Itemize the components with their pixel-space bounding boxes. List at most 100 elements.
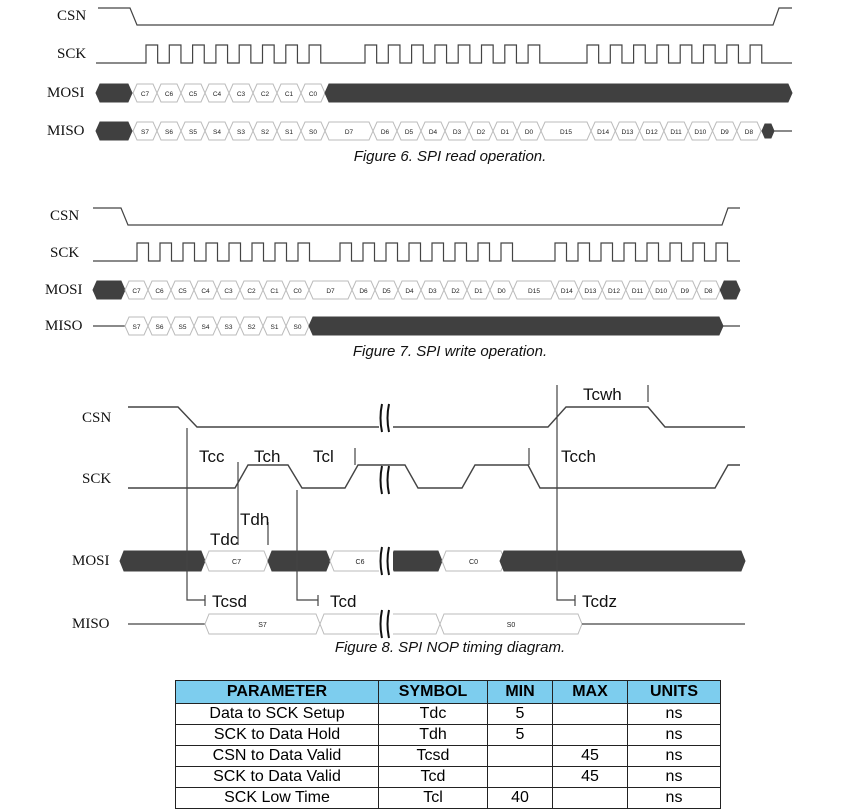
bit-cell-label: C0 (293, 288, 302, 295)
fig8-miso-label: MISO (72, 616, 110, 632)
fig8-caption: Figure 8. SPI NOP timing diagram. (334, 639, 566, 656)
break-mark-icon (379, 546, 390, 576)
bit-cell-label: D2 (451, 288, 460, 295)
bit-cell-label: D12 (646, 129, 658, 136)
cell: ns (627, 766, 721, 788)
cell: CSN to Data Valid (175, 745, 379, 767)
fig8-mosi-bus-end (499, 550, 746, 572)
cell (552, 787, 628, 809)
bit-cell-label: D8 (704, 288, 713, 295)
fig7-mosi-bus-idle (92, 280, 126, 300)
cell: SCK to Data Valid (175, 766, 379, 788)
fig8-csn-label: CSN (82, 410, 112, 426)
break-mark-icon (379, 609, 390, 639)
bit-cell-label: C4 (201, 288, 210, 295)
bit-cell-label: D7 (345, 129, 354, 136)
bit-cell-label: D10 (655, 288, 667, 295)
timing-tdh: Tdh (240, 510, 270, 529)
header-min: MIN (487, 680, 553, 704)
bit-cell-label: C3 (237, 91, 246, 98)
bit-cell-label: C4 (213, 91, 222, 98)
bit-cell-label: S3 (225, 324, 233, 331)
bit-cell-label: S4 (213, 129, 221, 136)
bit-cell-label: S7 (258, 622, 267, 629)
bit-cell-label: S0 (294, 324, 302, 331)
fig6-sck-label: SCK (57, 46, 87, 62)
bit-cell-label: S3 (237, 129, 245, 136)
break-mask (379, 610, 393, 638)
bit-cell-label: D3 (428, 288, 437, 295)
bit-cell-label: D13 (621, 129, 633, 136)
fig6-miso-label: MISO (47, 123, 85, 139)
fig6-sck-waveform (96, 44, 792, 64)
bit-cell-label: S6 (156, 324, 164, 331)
bit-cell-label: C5 (178, 288, 187, 295)
fig6-miso-bit-cell (736, 121, 762, 141)
tcdz-marker (556, 385, 575, 601)
timing-parameters-table: PARAMETER SYMBOL MIN MAX UNITS Data to S… (175, 680, 721, 809)
bit-cell-label: S5 (189, 129, 197, 136)
timing-tcch: Tcch (561, 447, 596, 466)
bit-cell-label: C6 (155, 288, 164, 295)
fig7-sck-waveform (93, 242, 740, 262)
bit-cell-label: D1 (474, 288, 483, 295)
timing-tcc: Tcc (199, 447, 225, 466)
cell: Tcl (378, 787, 488, 809)
cell: 5 (487, 703, 553, 725)
bit-cell-label: S6 (165, 129, 173, 136)
bit-cell-label: D0 (497, 288, 506, 295)
cell: ns (627, 745, 721, 767)
bit-cell-label: D5 (405, 129, 414, 136)
bit-cell-label: D7 (326, 288, 335, 295)
bit-cell-label: S1 (271, 324, 279, 331)
fig6-miso-bus-idle (95, 121, 133, 141)
fig7-caption: Figure 7. SPI write operation. (352, 343, 548, 360)
cell: Tdh (378, 724, 488, 746)
bit-cell-label: D12 (608, 288, 620, 295)
bit-cell-label: C6 (356, 559, 365, 566)
bit-cell-label: C7 (141, 91, 150, 98)
bit-cell-label: S0 (309, 129, 317, 136)
bit-cell-label: C3 (224, 288, 233, 295)
fig6-mosi-label: MOSI (47, 85, 85, 101)
bit-cell-label: C1 (270, 288, 279, 295)
bit-cell-label: C2 (261, 91, 270, 98)
fig8-sck-waveform (128, 464, 740, 489)
bit-cell-label: C2 (247, 288, 256, 295)
bit-cell-label: D5 (382, 288, 391, 295)
timing-tcsd: Tcsd (212, 592, 247, 611)
bit-cell-label: D8 (745, 129, 754, 136)
fig7-miso-bus-dontcare (308, 316, 724, 336)
bit-cell-label: C7 (232, 559, 241, 566)
header-max: MAX (552, 680, 628, 704)
bit-cell-label: D6 (381, 129, 390, 136)
cell: Tdc (378, 703, 488, 725)
fig6-miso-bus-end (761, 123, 775, 139)
bit-cell-label: D2 (477, 129, 486, 136)
bit-cell-label: D14 (561, 288, 573, 295)
bit-cell-label: D3 (453, 129, 462, 136)
cell: 45 (552, 766, 628, 788)
bit-cell-label: D6 (359, 288, 368, 295)
fig7-mosi-bus-end (719, 280, 741, 300)
timing-tcl: Tcl (313, 447, 334, 466)
table-header-row: PARAMETER SYMBOL MIN MAX UNITS (175, 680, 721, 704)
bit-cell-label: D10 (694, 129, 706, 136)
bit-cell-label: D9 (681, 288, 690, 295)
cell: Tcd (378, 766, 488, 788)
bit-cell-label: D4 (405, 288, 414, 295)
bit-cell-label: C6 (165, 91, 174, 98)
bit-cell-label: S1 (285, 129, 293, 136)
bit-cell-label: D1 (501, 129, 510, 136)
fig7-miso-label: MISO (45, 318, 83, 334)
cell: 40 (487, 787, 553, 809)
cell (552, 703, 628, 725)
bit-cell-label: S0 (507, 622, 516, 629)
bit-cell-label: S5 (179, 324, 187, 331)
